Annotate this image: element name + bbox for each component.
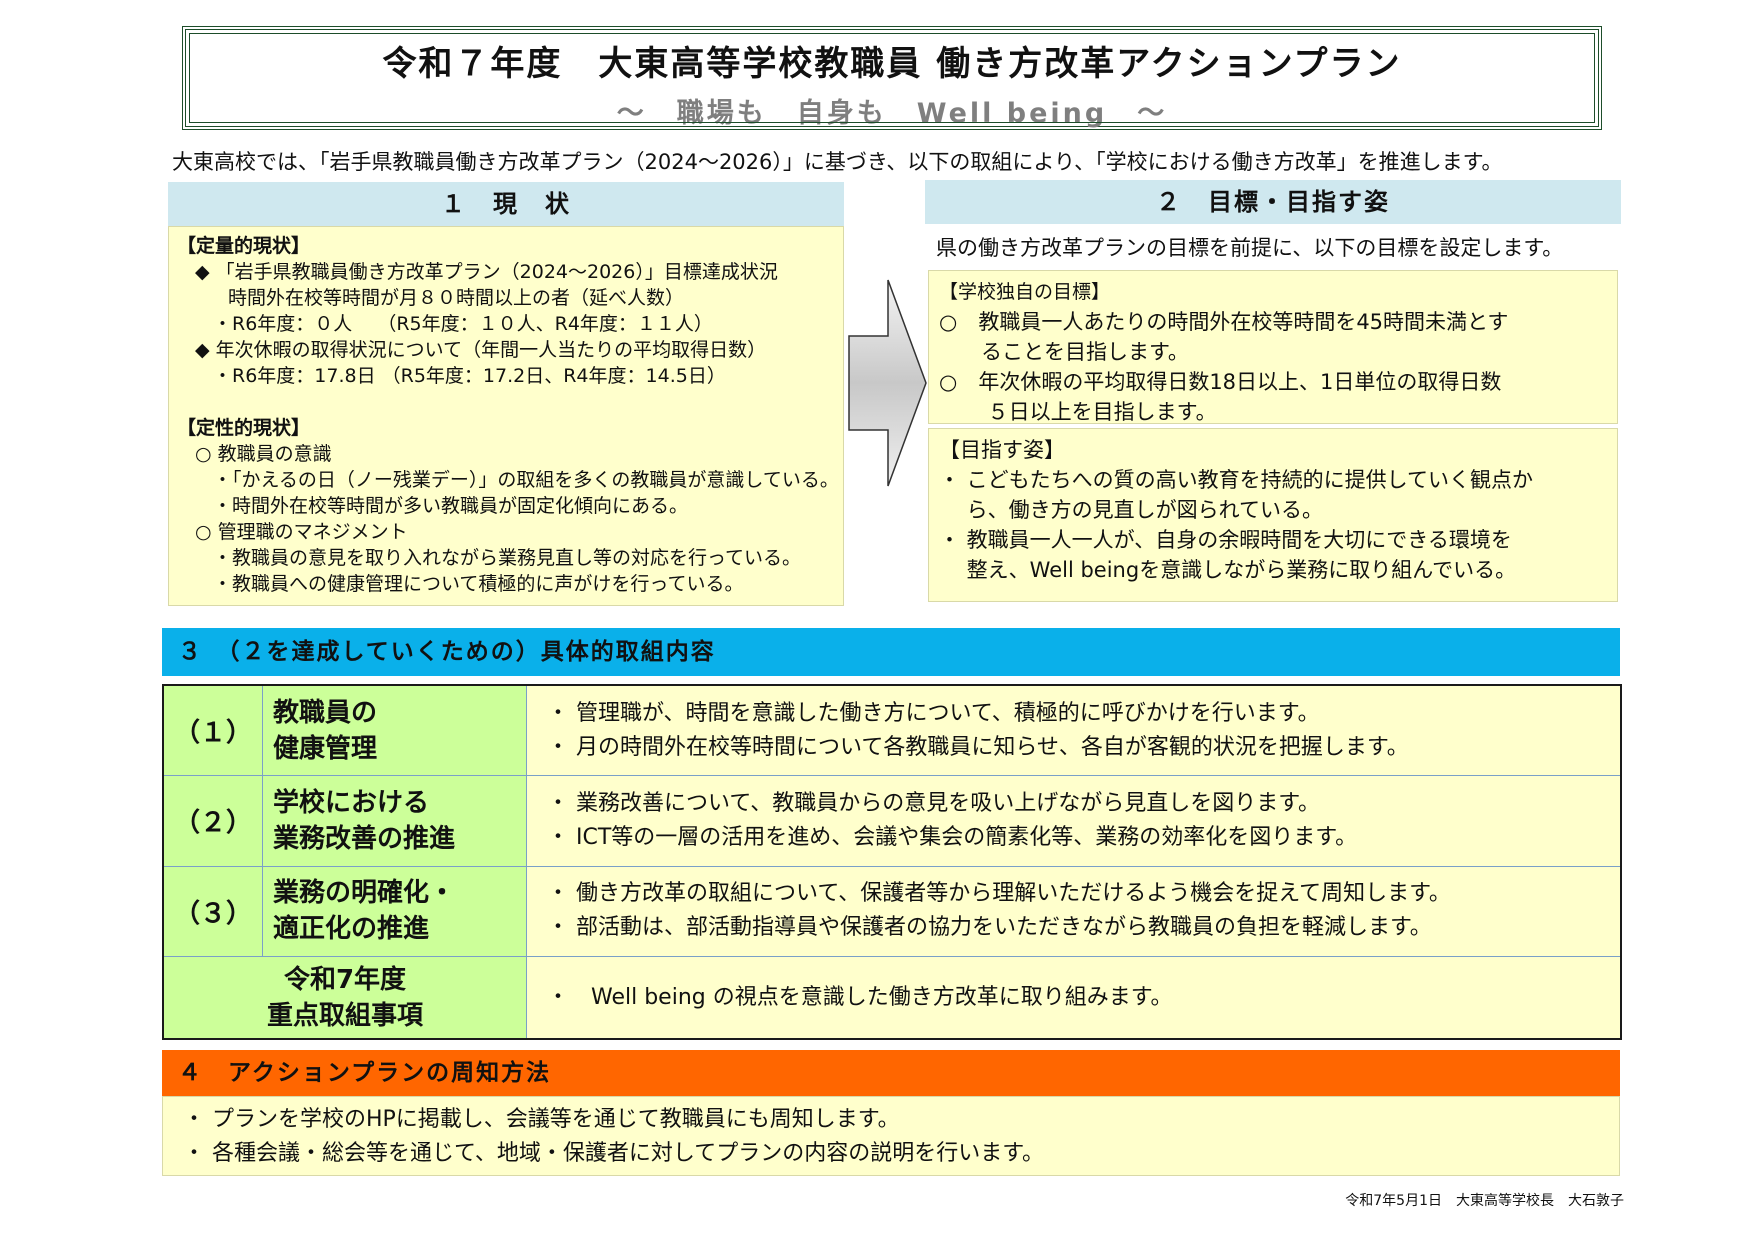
row-number: （１）: [162, 684, 263, 776]
focus-content: ・ Well being の視点を意識した働き方改革に取り組みます。: [526, 956, 1622, 1040]
row-title-line: 学校における: [273, 787, 430, 818]
row-title: 教職員の 健康管理: [262, 684, 527, 776]
vision-label: 【目指す姿】: [939, 438, 1065, 462]
table-row: （３） 業務の明確化・ 適正化の推進 ・ 働き方改革の取組について、保護者等から…: [162, 865, 1622, 957]
row-content: ・ 業務改善について、教職員からの意見を吸い上げながら見直しを図ります。 ・ I…: [526, 775, 1622, 867]
row-title-line: 教職員の: [273, 697, 378, 728]
section1-body: 【定量的現状】 ◆ 「岩手県教職員働き方改革プラン（2024～2026）」目標達…: [168, 226, 844, 606]
right-arrow-icon: [848, 279, 927, 487]
section4-header: ４ アクションプランの周知方法: [162, 1050, 1620, 1096]
quant-line: ◆ 年次休暇の取得状況について（年間一人当たりの平均取得日数）: [195, 339, 767, 361]
document-title: 令和７年度 大東高等学校教職員 働き方改革アクションプラン: [382, 44, 1402, 84]
qual-line: ・「かえるの日（ノー残業デー）」の取組を多くの教職員が意識している。: [213, 469, 839, 491]
quant-line: ・R6年度：０人 （R5年度：１０人、R4年度：１１人）: [213, 313, 713, 335]
section3-header: ３ （２を達成していくための）具体的取組内容: [162, 628, 1620, 676]
row-item: ・ ICT等の一層の活用を進め、会議や集会の簡素化等、業務の効率化を図ります。: [547, 824, 1358, 850]
section1-header: １ 現 状: [168, 182, 844, 226]
goal-line: ることを目指します。: [939, 340, 1189, 364]
row-item: ・ 月の時間外在校等時間について各教職員に知らせ、各自が客観的状況を把握します。: [547, 734, 1409, 760]
qual-line: ○ 管理職のマネジメント: [195, 521, 408, 543]
qual-line: ○ 教職員の意識: [195, 443, 332, 465]
title-box: 令和７年度 大東高等学校教職員 働き方改革アクションプラン ～ 職場も 自身も …: [182, 26, 1602, 130]
goal-line: ○ 年次休暇の平均取得日数18日以上、1日単位の取得日数: [939, 370, 1502, 394]
goal-line: ５日以上を目指します。: [939, 400, 1217, 424]
row-content: ・ 働き方改革の取組について、保護者等から理解いただけるよう機会を捉えて周知しま…: [526, 865, 1622, 957]
section4-body: ・ プランを学校のHPに掲載し、会議等を通じて教職員にも周知します。 ・ 各種会…: [162, 1096, 1620, 1176]
row-item: ・ 業務改善について、教職員からの意見を吸い上げながら見直しを図ります。: [547, 790, 1321, 816]
row-title-line: 業務改善の推進: [273, 823, 456, 854]
row-title: 業務の明確化・ 適正化の推進: [262, 865, 527, 957]
section2-header: ２ 目標・目指す姿: [925, 180, 1621, 224]
row-number: （２）: [162, 775, 263, 867]
section2-intro: 県の働き方改革プランの目標を前提に、以下の目標を設定します。: [936, 236, 1564, 260]
quant-line: ◆ 「岩手県教職員働き方改革プラン（2024～2026）」目標達成状況: [195, 261, 778, 283]
goal-line: ○ 教職員一人あたりの時間外在校等時間を45時間未満とす: [939, 310, 1509, 334]
vision-box: 【目指す姿】 ・ こどもたちへの質の高い教育を持続的に提供していく観点か ら、働…: [928, 428, 1618, 602]
notice-item: ・ 各種会議・総会等を通じて、地域・保護者に対してプランの内容の説明を行います。: [183, 1141, 1045, 1166]
footer-signature: 令和7年5月1日 大東高等学校長 大石敦子: [1345, 1193, 1624, 1209]
row-item: ・ 管理職が、時間を意識した働き方について、積極的に呼びかけを行います。: [547, 700, 1320, 726]
table-row: （１） 教職員の 健康管理 ・ 管理職が、時間を意識した働き方について、積極的に…: [162, 684, 1622, 776]
row-item: ・ 働き方改革の取組について、保護者等から理解いただけるよう機会を捉えて周知しま…: [547, 881, 1451, 907]
focus-title: 令和7年度 重点取組事項: [162, 956, 527, 1040]
table-row: （２） 学校における 業務改善の推進 ・ 業務改善について、教職員からの意見を吸…: [162, 775, 1622, 867]
row-content: ・ 管理職が、時間を意識した働き方について、積極的に呼びかけを行います。 ・ 月…: [526, 684, 1622, 776]
initiatives-table: （１） 教職員の 健康管理 ・ 管理職が、時間を意識した働き方について、積極的に…: [162, 684, 1622, 1040]
school-goals-label: 【学校独自の目標】: [939, 281, 1111, 303]
row-title-line: 適正化の推進: [273, 914, 430, 945]
notice-item: ・ プランを学校のHPに掲載し、会議等を通じて教職員にも周知します。: [183, 1107, 900, 1132]
row-number: （３）: [162, 865, 263, 957]
focus-title-line: 令和7年度: [283, 964, 407, 995]
qual-label: 【定性的現状】: [177, 417, 311, 439]
school-goals-box: 【学校独自の目標】 ○ 教職員一人あたりの時間外在校等時間を45時間未満とす る…: [928, 270, 1618, 424]
row-title-line: 健康管理: [273, 733, 378, 764]
intro-text: 大東高校では、「岩手県教職員働き方改革プラン（2024～2026）」に基づき、以…: [172, 150, 1503, 174]
focus-title-line: 重点取組事項: [266, 1000, 423, 1031]
quant-label: 【定量的現状】: [177, 235, 311, 257]
vision-line: ・ 教職員一人一人が、自身の余暇時間を大切にできる環境を: [939, 528, 1512, 552]
qual-line: ・時間外在校等時間が多い教職員が固定化傾向にある。: [213, 495, 689, 517]
document-subtitle: ～ 職場も 自身も Well being ～: [616, 98, 1168, 129]
vision-line: ・ こどもたちへの質の高い教育を持続的に提供していく観点か: [939, 468, 1534, 492]
row-item: ・ 部活動は、部活動指導員や保護者の協力をいただきながら教職員の負担を軽減します…: [547, 915, 1432, 941]
table-row-focus: 令和7年度 重点取組事項 ・ Well being の視点を意識した働き方改革に…: [162, 956, 1622, 1040]
row-title-line: 業務の明確化・: [273, 878, 456, 909]
row-title: 学校における 業務改善の推進: [262, 775, 527, 867]
vision-line: ら、働き方の見直しが図られている。: [939, 498, 1324, 522]
quant-line: ・R6年度：17.8日 （R5年度：17.2日、R4年度：14.5日）: [213, 365, 726, 387]
vision-line: 整え、Well beingを意識しながら業務に取り組んでいる。: [939, 558, 1517, 582]
qual-line: ・教職員の意見を取り入れながら業務見直し等の対応を行っている。: [213, 547, 802, 569]
qual-line: ・教職員への健康管理について積極的に声がけを行っている。: [213, 573, 744, 595]
quant-line: 時間外在校等時間が月８０時間以上の者（延べ人数）: [209, 287, 685, 309]
